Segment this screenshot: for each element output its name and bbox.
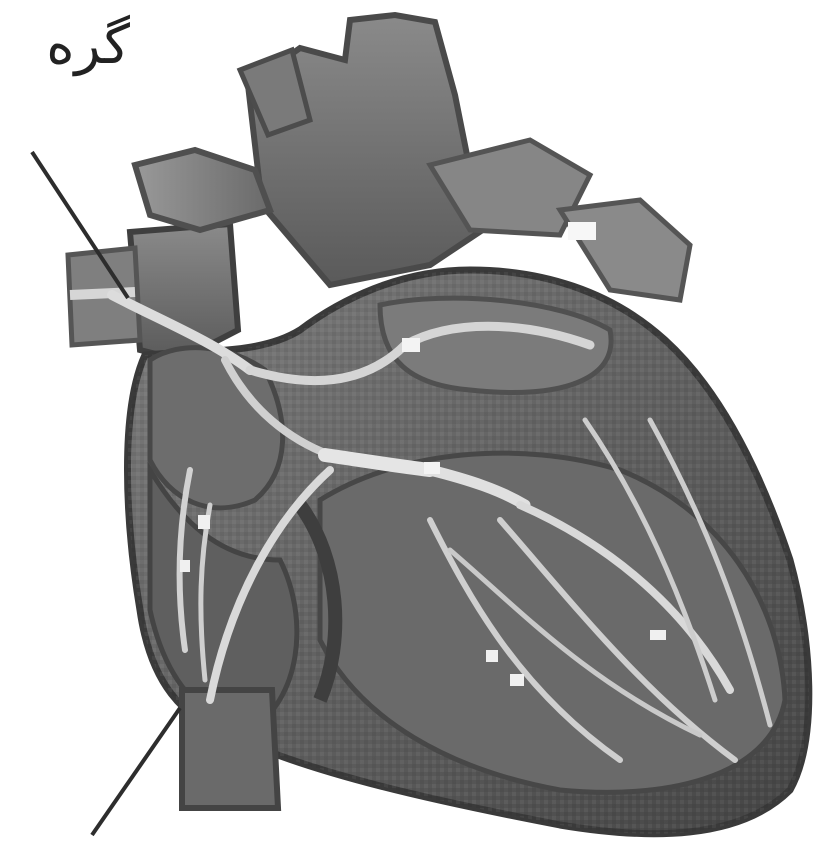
inferior-vena-cava: [182, 690, 278, 808]
leader-line-bottom: [92, 708, 180, 835]
superior-vena-cava: [130, 224, 238, 360]
pulmonary-trunk: [135, 150, 270, 230]
